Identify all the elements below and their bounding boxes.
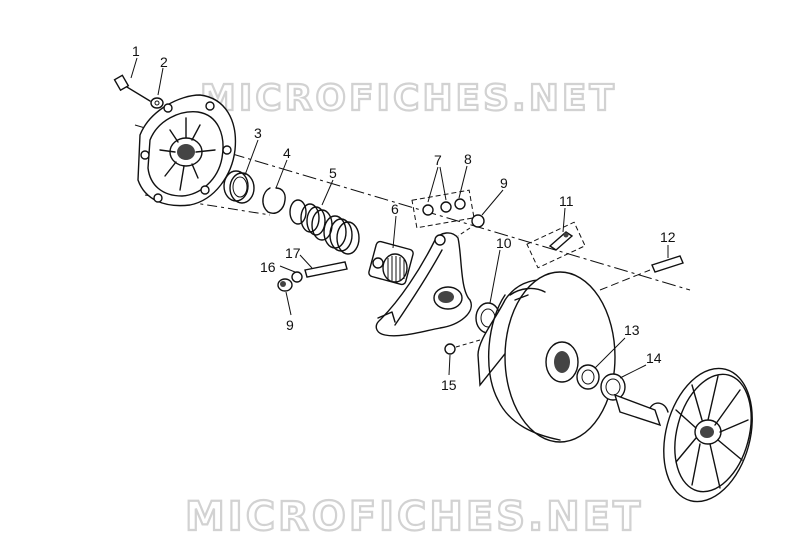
callout-5: 5 (329, 165, 337, 181)
part-moveable-sheave (477, 271, 616, 443)
part-nut (150, 97, 164, 109)
callout-16: 16 (260, 259, 276, 275)
part-rollers (411, 189, 475, 229)
part-snap-ring (262, 187, 286, 214)
callout-3: 3 (254, 125, 262, 141)
part-bushing (223, 170, 255, 204)
callout-15: 15 (441, 377, 457, 393)
part-bolt (113, 74, 151, 102)
callout-6: 6 (391, 201, 399, 217)
callout-14: 14 (646, 350, 662, 366)
part-long-bolt (599, 255, 684, 291)
part-weight-bracket (526, 221, 586, 269)
part-cover-plate (137, 94, 237, 207)
watermark-bottom: MICROFICHES.NET (185, 494, 643, 540)
callout-9-bottom: 9 (286, 317, 294, 333)
part-cap-left (277, 278, 293, 292)
part-dowel (444, 339, 481, 355)
center-axis (134, 124, 691, 291)
callout-17: 17 (285, 245, 301, 261)
part-fixed-sheave (613, 367, 753, 503)
part-small-washer (291, 271, 303, 283)
callout-1: 1 (132, 43, 140, 59)
part-roller-cage (368, 240, 414, 286)
callout-7: 7 (434, 152, 442, 168)
callout-4: 4 (283, 145, 291, 161)
callout-12: 12 (660, 229, 676, 245)
callout-11: 11 (559, 193, 574, 209)
part-ring (576, 364, 600, 390)
callout-13: 13 (624, 322, 640, 338)
part-pin (304, 261, 348, 278)
callout-2: 2 (160, 54, 168, 70)
callout-8: 8 (464, 151, 472, 167)
watermark-top: MICROFICHES.NET (200, 78, 617, 119)
part-spider-arm (375, 232, 472, 337)
part-spacer (600, 373, 626, 401)
callout-9-top: 9 (500, 175, 508, 191)
part-spring (289, 199, 360, 255)
leader-lines (130, 57, 669, 379)
callout-10: 10 (496, 235, 512, 251)
part-cap-top (457, 214, 485, 237)
